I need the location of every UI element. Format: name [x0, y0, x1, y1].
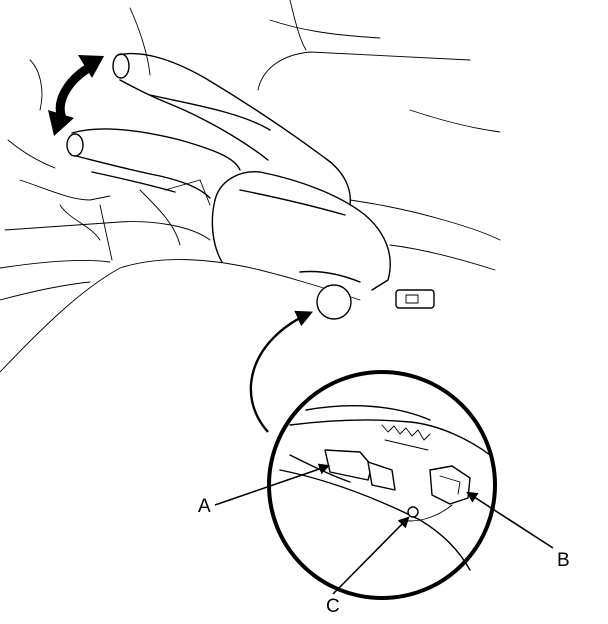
callout-label-c: C — [326, 596, 340, 617]
curved-pointer-arrow-icon — [249, 310, 314, 433]
lever-base-housing — [211, 171, 435, 309]
callout-label-a: A — [198, 496, 211, 517]
double-headed-curved-arrow-icon — [48, 55, 104, 136]
leader-line-c — [332, 516, 410, 595]
detail-location-marker — [316, 284, 352, 320]
leader-line-b — [466, 491, 554, 549]
console-background — [0, 0, 501, 373]
callout-label-b: B — [557, 550, 570, 571]
parking-brake-lever-lowered — [66, 128, 241, 199]
parking-brake-lever-raised — [112, 52, 352, 206]
leader-line-a — [214, 463, 331, 506]
magnified-detail-view — [267, 370, 497, 600]
